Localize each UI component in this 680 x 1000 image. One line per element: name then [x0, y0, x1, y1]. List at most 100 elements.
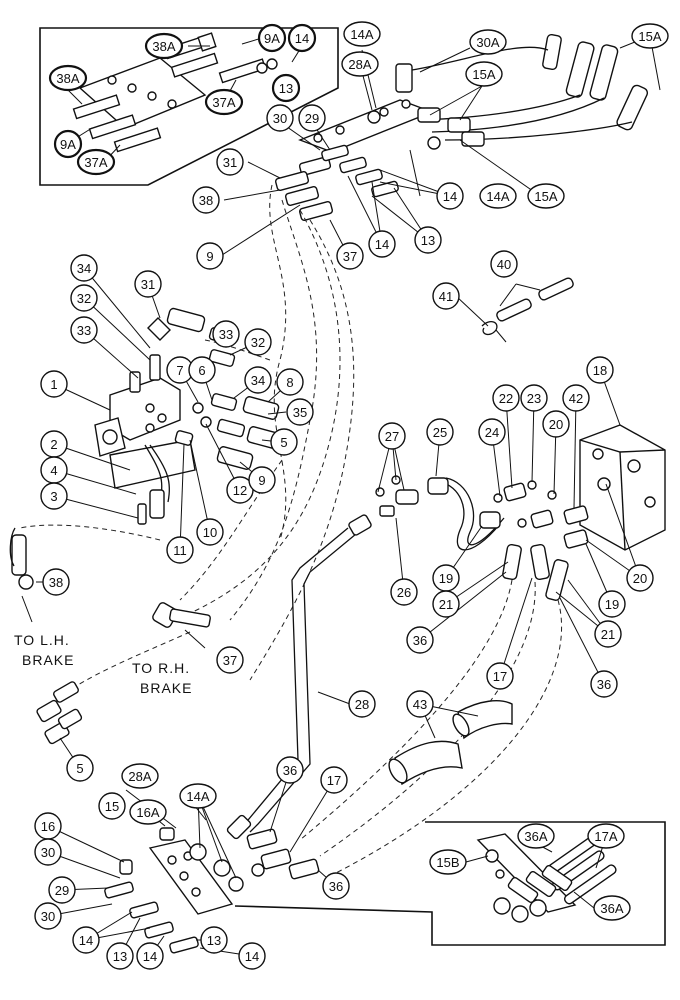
callout-label: 4 — [50, 463, 57, 478]
callout-c-36A-top: 36A — [517, 823, 555, 849]
callout-c-14A-top: 14A — [343, 21, 381, 47]
callout-bubble-shape — [136, 942, 164, 970]
callout-c-31-mid: 31 — [134, 270, 162, 298]
callout-c-1: 1 — [40, 370, 68, 398]
callout-bubble-shape — [429, 849, 467, 875]
callout-label: 14A — [486, 189, 509, 204]
callout-bubble-shape — [121, 763, 159, 789]
callout-c-17-bot: 17 — [320, 766, 348, 794]
callout-label: 16 — [41, 819, 55, 834]
callout-bubble-shape — [72, 926, 100, 954]
inset-top-left-parts — [72, 32, 278, 153]
callout-label: 41 — [439, 289, 453, 304]
callout-label: 38 — [49, 575, 63, 590]
callout-c-15A-1: 15A — [631, 23, 669, 49]
callout-bubble-shape — [34, 838, 62, 866]
callout-c-15A-2: 15A — [465, 61, 503, 87]
callout-bubble-shape — [336, 242, 364, 270]
callout-c-13-bot-b: 13 — [200, 926, 228, 954]
callout-label: 20 — [549, 417, 563, 432]
callout-bubble-shape — [179, 783, 217, 809]
callout-bubble-shape — [414, 226, 442, 254]
callout-bubble-shape — [48, 876, 76, 904]
callout-label: 33 — [77, 323, 91, 338]
callout-c-32-b: 32 — [244, 328, 272, 356]
callout-c-35: 35 — [286, 398, 314, 426]
callout-bubble-shape — [248, 466, 276, 494]
upper-fittings — [274, 33, 649, 221]
brake-notes: TO L.H. BRAKE TO R.H. BRAKE — [14, 632, 192, 696]
callout-bubble-shape — [192, 186, 220, 214]
callout-bubble-shape — [216, 646, 244, 674]
callout-c-36-a: 36 — [406, 626, 434, 654]
callout-c-2: 2 — [40, 430, 68, 458]
callout-bubble-shape — [406, 626, 434, 654]
callout-label: 9A — [264, 31, 280, 46]
callout-label: 21 — [439, 597, 453, 612]
callout-label: 38A — [56, 71, 79, 86]
callout-bubble-shape — [542, 410, 570, 438]
callout-bubble-shape — [631, 23, 669, 49]
callout-c-19-b: 19 — [598, 590, 626, 618]
callout-label: 22 — [499, 391, 513, 406]
callout-label: 9 — [206, 249, 213, 264]
callout-bubble-shape — [40, 370, 68, 398]
callout-c-33-b: 33 — [212, 320, 240, 348]
callout-c-14-bot-a: 14 — [72, 926, 100, 954]
callout-label: 5 — [76, 761, 83, 776]
right-valve-assembly — [375, 424, 666, 601]
callout-c-30A: 30A — [469, 29, 507, 55]
callout-label: 9 — [258, 473, 265, 488]
callout-label: 32 — [77, 291, 91, 306]
callout-c-15A-3: 15A — [527, 183, 565, 209]
callout-bubble-shape — [70, 254, 98, 282]
callout-c-9A-left: 9A — [53, 129, 83, 159]
callout-c-38-mid: 38 — [42, 568, 70, 596]
callout-c-23: 23 — [520, 384, 548, 412]
callout-bubble-shape — [286, 398, 314, 426]
callout-c-26: 26 — [390, 578, 418, 606]
callout-label: 7 — [176, 363, 183, 378]
callout-bubble-shape — [320, 766, 348, 794]
callout-bubble-shape — [465, 61, 503, 87]
callout-label: 15 — [105, 799, 119, 814]
callout-c-13-bot-a: 13 — [106, 942, 134, 970]
callout-bubble-shape — [490, 250, 518, 278]
callout-label: 12 — [233, 483, 247, 498]
callout-c-37-top: 37 — [336, 242, 364, 270]
inset-frame-bottom-right — [234, 821, 666, 946]
lh-brake-line2: BRAKE — [22, 652, 74, 668]
callout-bubble-shape — [594, 620, 622, 648]
rh-brake-line2: BRAKE — [140, 680, 192, 696]
callout-bubble-shape — [432, 282, 460, 310]
callout-label: 28A — [348, 57, 371, 72]
callout-c-36-bot2: 36 — [322, 872, 350, 900]
callout-bubble-shape — [343, 21, 381, 47]
callout-c-27: 27 — [378, 422, 406, 450]
callout-label: 8 — [286, 375, 293, 390]
callout-label: 3 — [50, 489, 57, 504]
callout-label: 32 — [251, 335, 265, 350]
callout-label: 40 — [497, 257, 511, 272]
callout-bubble-shape — [70, 284, 98, 312]
callout-bubble-shape — [144, 32, 184, 60]
callout-bubble-shape — [216, 148, 244, 176]
callout-c-36-b: 36 — [590, 670, 618, 698]
callout-label: 36A — [524, 829, 547, 844]
callout-bubble-shape — [586, 356, 614, 384]
inset-bottom-right-parts — [476, 833, 617, 923]
dashed-hoses-upper — [19, 184, 355, 691]
callout-bubble-shape — [134, 270, 162, 298]
callout-c-43: 43 — [406, 690, 434, 718]
callout-label: 30 — [41, 845, 55, 860]
callout-label: 29 — [305, 111, 319, 126]
callout-label: 43 — [413, 697, 427, 712]
callout-c-19-a: 19 — [432, 564, 460, 592]
callout-bubble-shape — [348, 690, 376, 718]
callout-label: 11 — [173, 543, 187, 558]
callout-c-16A: 16A — [129, 799, 167, 825]
callout-bubble-shape — [287, 23, 317, 53]
callout-c-36-bot: 36 — [276, 756, 304, 784]
callout-c-37A-top: 37A — [204, 88, 244, 116]
